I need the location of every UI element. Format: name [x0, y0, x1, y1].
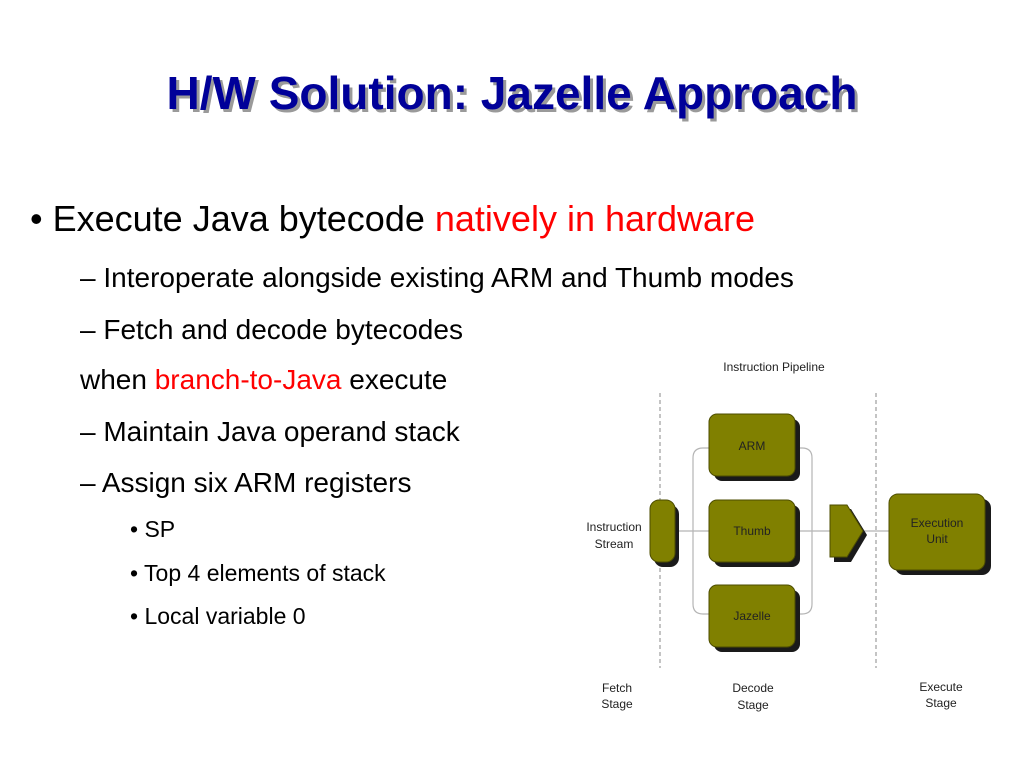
sub-sub-bullet-marker: • [130, 560, 139, 586]
sub-bullet-text: execute [341, 364, 448, 395]
jazelle-label: Jazelle [733, 609, 771, 623]
execute-stage-label-line1: Execute [919, 680, 963, 694]
input-label-line2: Stream [595, 537, 634, 551]
fetch-stage-label-line2: Stage [601, 697, 633, 711]
thumb-decoder-box [708, 499, 796, 563]
sub-bullet-arm-registers: – Assign six ARM registers [80, 467, 411, 499]
execution-unit-label-line2: Unit [926, 532, 948, 546]
sub-bullet-fetch-decode-continued: when branch-to-Java execute [80, 364, 447, 396]
sub-bullet-highlight: branch-to-Java [154, 364, 342, 395]
execute-stage-label-line2: Stage [925, 696, 957, 710]
instruction-stream-input [649, 499, 676, 563]
bullet-marker: • [30, 198, 43, 239]
sub-sub-bullet-top-4: • Top 4 elements of stack [130, 560, 386, 587]
bullet-highlight: natively in hardware [434, 198, 756, 239]
bullet-execute-java: • Execute Java bytecode natively in hard… [30, 198, 755, 240]
arm-label: ARM [739, 439, 766, 453]
sub-bullet-text: Maintain Java operand stack [103, 416, 460, 447]
sub-bullet-fetch-decode: – Fetch and decode bytecodes [80, 314, 463, 346]
execution-unit-label-line1: Execution [911, 516, 964, 530]
sub-bullet-text: Fetch and decode bytecodes [103, 314, 463, 345]
sub-bullet-text: when [80, 364, 155, 395]
thumb-label: Thumb [733, 524, 771, 538]
sub-sub-bullet-text: Local variable 0 [144, 603, 306, 629]
sub-bullet-text: Interoperate alongside existing ARM and … [103, 262, 794, 293]
sub-sub-bullet-text: Top 4 elements of stack [144, 560, 386, 586]
jazelle-decoder-box [708, 584, 796, 648]
input-label-line1: Instruction [586, 520, 641, 534]
mux-shape [829, 504, 864, 558]
sub-sub-bullet-marker: • [130, 516, 139, 542]
sub-bullet-marker: – [80, 416, 96, 447]
decode-stage-label-line1: Decode [732, 681, 774, 695]
sub-sub-bullet-sp: • SP [130, 516, 175, 543]
sub-bullet-marker: – [80, 467, 96, 498]
execution-unit-box [888, 493, 986, 571]
sub-bullet-operand-stack: – Maintain Java operand stack [80, 416, 460, 448]
bullet-text: Execute Java bytecode [52, 198, 435, 239]
pipeline-connectors [676, 447, 889, 615]
sub-sub-bullet-local-var: • Local variable 0 [130, 603, 306, 630]
sub-bullet-marker: – [80, 314, 96, 345]
sub-bullet-text: Assign six ARM registers [101, 467, 412, 498]
sub-sub-bullet-marker: • [130, 603, 139, 629]
sub-bullet-marker: – [80, 262, 96, 293]
sub-bullet-interoperate: – Interoperate alongside existing ARM an… [80, 262, 794, 294]
sub-sub-bullet-text: SP [144, 516, 176, 542]
diagram-title: Instruction Pipeline [723, 360, 825, 374]
decode-stage-label-line2: Stage [737, 698, 769, 712]
slide-title: H/W Solution: Jazelle Approach [166, 67, 858, 119]
fetch-stage-label-line1: Fetch [602, 681, 632, 695]
arm-decoder-box [708, 413, 796, 477]
